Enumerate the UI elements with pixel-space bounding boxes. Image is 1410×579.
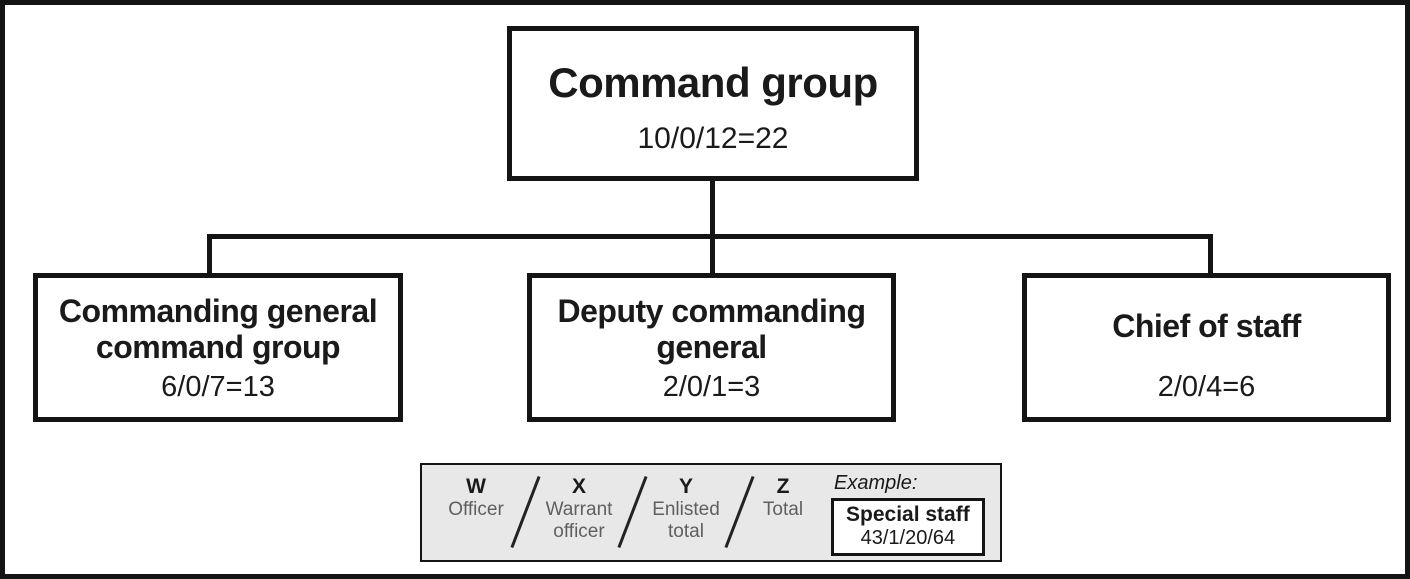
legend-column-enlisted-total: Y Enlisted total — [644, 475, 728, 543]
org-node-strength: 6/0/7=13 — [161, 371, 275, 403]
org-node-command-group: Command group 10/0/12=22 — [507, 26, 919, 181]
org-node-title-wrap: Commanding general command group — [44, 286, 392, 373]
legend: W Officer X Warrant officer Y Enlisted t… — [420, 463, 1002, 562]
legend-label: Warrant officer — [545, 499, 613, 542]
legend-label: Enlisted total — [652, 499, 720, 542]
slash-separator-icon — [510, 475, 541, 549]
legend-letter: X — [571, 475, 586, 498]
org-node-deputy-commanding-general: Deputy commanding general 2/0/1=3 — [527, 273, 896, 422]
org-node-title: Command group — [548, 58, 878, 106]
slash-separator-icon — [724, 475, 755, 549]
legend-label: Total — [762, 499, 804, 521]
connector-drop-right — [1208, 234, 1213, 274]
legend-example-value: 43/1/20/64 — [860, 527, 956, 550]
org-node-strength: 2/0/4=6 — [1157, 371, 1256, 403]
org-node-title: Commanding general command group — [58, 292, 378, 365]
connector-drop-left — [207, 234, 212, 274]
legend-letter: Y — [678, 475, 693, 498]
legend-label: Officer — [448, 499, 504, 521]
org-node-title: Deputy commanding general — [557, 292, 866, 365]
legend-example-label: Example: — [834, 472, 918, 494]
legend-column-officer: W Officer — [438, 475, 514, 521]
legend-example-title: Special staff — [846, 503, 970, 526]
org-node-title: Chief of staff — [1112, 307, 1301, 344]
org-node-strength: 10/0/12=22 — [637, 122, 789, 155]
legend-letter: Z — [776, 475, 790, 498]
connector-stem — [710, 181, 715, 239]
org-node-commanding-general-command-group: Commanding general command group 6/0/7=1… — [33, 273, 403, 422]
org-node-title-wrap: Deputy commanding general — [538, 286, 885, 373]
connector-drop-center — [710, 234, 715, 274]
org-node-title-wrap: Command group — [518, 41, 908, 124]
legend-example-box: Special staff 43/1/20/64 — [831, 498, 985, 557]
legend-example: Example: Special staff 43/1/20/64 — [831, 472, 985, 557]
legend-column-warrant-officer: X Warrant officer — [537, 475, 621, 543]
org-node-chief-of-staff: Chief of staff 2/0/4=6 — [1022, 273, 1391, 422]
legend-column-total: Z Total — [751, 475, 815, 521]
legend-letter: W — [466, 475, 486, 498]
org-node-title-wrap: Chief of staff — [1033, 286, 1380, 373]
org-node-strength: 2/0/1=3 — [662, 371, 761, 403]
slash-separator-icon — [617, 475, 648, 549]
